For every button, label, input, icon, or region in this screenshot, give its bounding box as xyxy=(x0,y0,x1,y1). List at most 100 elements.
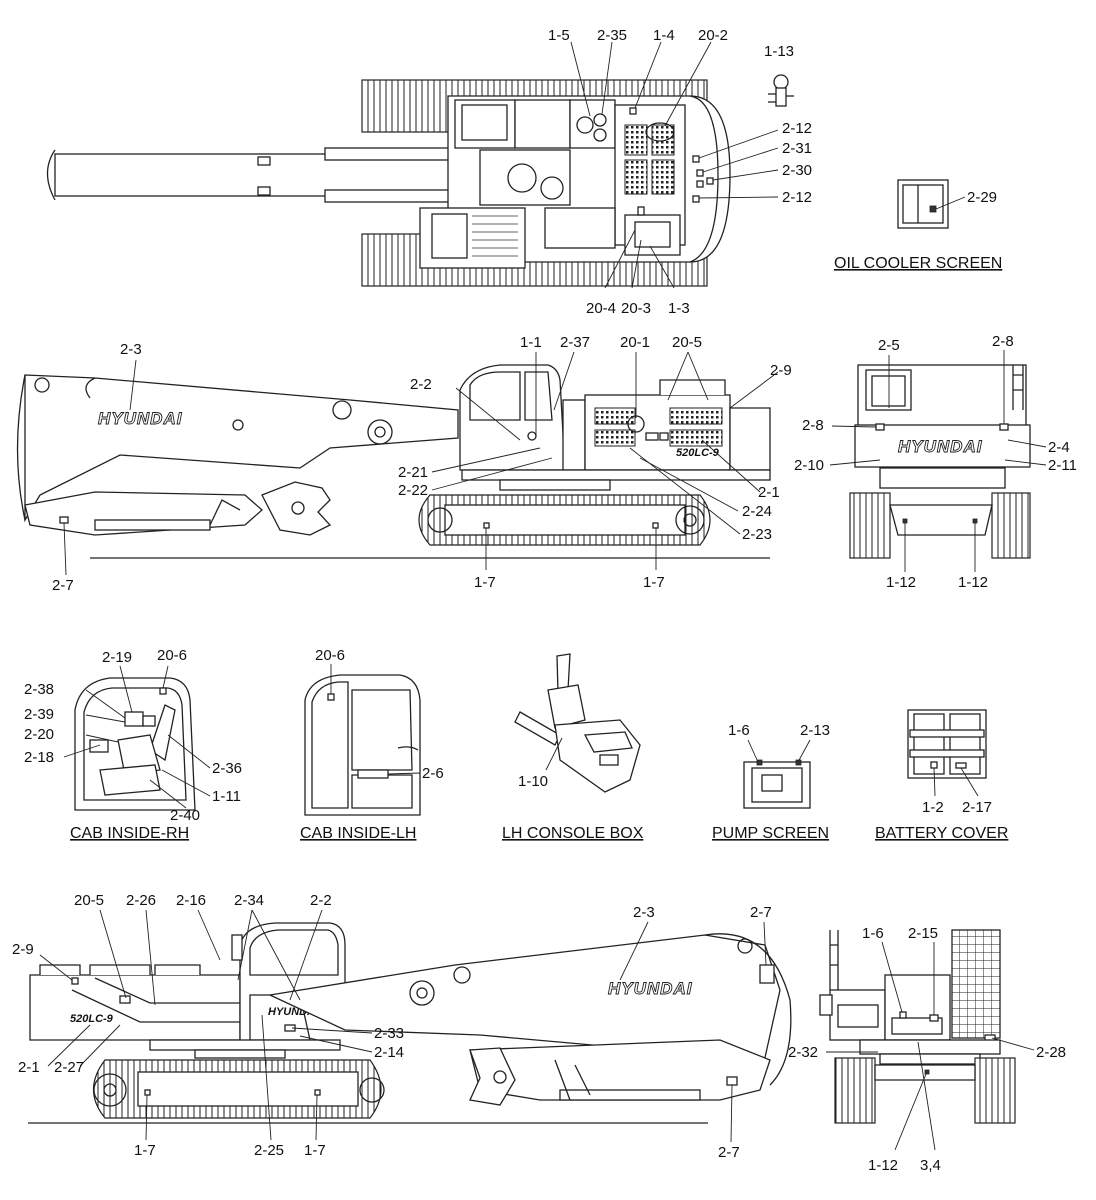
cab-inside-rh-labels: 2-19 20-6 2-38 2-39 2-20 2-18 2-36 1-11 … xyxy=(24,647,242,842)
lifting-hook-detail xyxy=(768,74,794,107)
rh-boom-brand-decal: HYUNDAI xyxy=(98,409,183,428)
label-1-10: 1-10 xyxy=(518,773,548,790)
label-1-1: 1-1 xyxy=(520,334,542,351)
label-2-40: 2-40 xyxy=(170,807,200,824)
label-2-7-rh: 2-7 xyxy=(52,577,74,594)
label-2-9-lh: 2-9 xyxy=(12,941,34,958)
label-1-5: 1-5 xyxy=(548,27,570,44)
label-2-6: 2-6 xyxy=(422,765,444,782)
label-2-15: 2-15 xyxy=(908,925,938,942)
label-2-17: 2-17 xyxy=(962,799,992,816)
label-2-5: 2-5 xyxy=(878,337,900,354)
top-cap xyxy=(593,113,607,127)
front-cab-guard xyxy=(951,929,1001,1039)
label-20-5-lh: 20-5 xyxy=(74,892,104,909)
rh-model-badge: 520LC-9 xyxy=(676,447,720,459)
lh-side-labels: 20-5 2-26 2-16 2-34 2-2 2-9 2-3 2-7 2-33… xyxy=(12,892,772,1161)
label-2-26: 2-26 xyxy=(126,892,156,909)
caption-cab-inside-rh: CAB INSIDE-RH xyxy=(70,825,189,842)
rh-counterweight xyxy=(729,407,771,471)
rh-arm-cylinder xyxy=(94,519,211,531)
label-1-12-rear-b: 1-12 xyxy=(958,574,988,591)
label-2-9-rh: 2-9 xyxy=(770,362,792,379)
label-2-24: 2-24 xyxy=(742,503,772,520)
label-2-10: 2-10 xyxy=(794,457,824,474)
rh-side-view: HYUNDAI 520LC-9 xyxy=(16,364,771,559)
rh-cab xyxy=(459,364,566,471)
label-2-27: 2-27 xyxy=(54,1059,84,1076)
caption-pump-screen: PUMP SCREEN xyxy=(712,825,829,842)
pump-screen-detail xyxy=(743,759,811,809)
label-2-32: 2-32 xyxy=(788,1044,818,1061)
label-2-1-rh: 2-1 xyxy=(758,484,780,501)
rear-carbody xyxy=(889,504,993,536)
pump-labels: 1-6 2-13 PUMP SCREEN xyxy=(712,722,830,842)
label-20-3: 20-3 xyxy=(621,300,651,317)
label-20-1: 20-1 xyxy=(620,334,650,351)
lh-console-labels: 1-10 LH CONSOLE BOX xyxy=(502,737,644,842)
rh-crusher xyxy=(261,481,332,536)
top-view xyxy=(46,79,731,287)
label-1-12-front: 1-12 xyxy=(868,1157,898,1174)
label-2-16: 2-16 xyxy=(176,892,206,909)
rh-side-labels: 2-3 1-1 2-37 20-1 20-5 2-9 2-2 2-21 2-22… xyxy=(52,334,792,594)
oil-cooler-screen-detail: 2-29 OIL COOLER SCREEN xyxy=(834,179,1002,272)
lh-model-badge: 520LC-9 xyxy=(70,1013,114,1025)
front-labels: 1-6 2-15 2-32 2-28 1-12 3,4 xyxy=(788,925,1066,1174)
label-2-11: 2-11 xyxy=(1048,457,1077,474)
cab-inside-lh-labels: 20-6 2-6 CAB INSIDE-LH xyxy=(300,647,444,842)
label-3-4: 3,4 xyxy=(920,1157,941,1174)
label-20-6-rh: 20-6 xyxy=(157,647,187,664)
caption-cab-inside-lh: CAB INSIDE-LH xyxy=(300,825,416,842)
label-2-8-b: 2-8 xyxy=(802,417,824,434)
label-2-20: 2-20 xyxy=(24,726,54,743)
label-2-35: 2-35 xyxy=(597,27,627,44)
front-view xyxy=(819,929,1016,1124)
cab-inside-lh-detail xyxy=(304,674,421,816)
label-1-6-front: 1-6 xyxy=(862,925,884,942)
label-2-3-rh: 2-3 xyxy=(120,341,142,358)
rear-view: HYUNDAI xyxy=(849,364,1031,559)
label-2-2-lh: 2-2 xyxy=(310,892,332,909)
lh-boom-brand-decal: HYUNDAI xyxy=(608,979,693,998)
label-2-34: 2-34 xyxy=(234,892,264,909)
label-2-8-a: 2-8 xyxy=(992,333,1014,350)
label-1-7-lh-a: 1-7 xyxy=(134,1142,156,1159)
label-20-2: 20-2 xyxy=(698,27,728,44)
label-1-7-rh-b: 1-7 xyxy=(643,574,665,591)
label-2-18: 2-18 xyxy=(24,749,54,766)
battery-labels: 1-2 2-17 BATTERY COVER xyxy=(875,767,1008,842)
label-2-4: 2-4 xyxy=(1048,439,1070,456)
lh-upper-structure xyxy=(29,974,241,1041)
label-2-2-rh: 2-2 xyxy=(410,376,432,393)
label-2-13: 2-13 xyxy=(800,722,830,739)
console-body xyxy=(554,719,641,793)
label-1-11: 1-11 xyxy=(212,788,241,805)
rear-labels: 2-5 2-8 2-8 2-4 2-10 2-11 1-12 1-12 xyxy=(794,333,1077,591)
caption-battery-cover: BATTERY COVER xyxy=(875,825,1008,842)
top-labels: 1-5 2-35 1-4 20-2 1-13 2-12 2-31 2-30 2-… xyxy=(548,27,812,317)
label-2-1-lh: 2-1 xyxy=(18,1059,40,1076)
label-1-2: 1-2 xyxy=(922,799,944,816)
label-2-30: 2-30 xyxy=(782,162,812,179)
lh-console-box-detail xyxy=(514,653,641,793)
lh-side-view: 520LC-9 HYUNDAI HYUNDAI xyxy=(28,922,792,1124)
label-2-39: 2-39 xyxy=(24,706,54,723)
label-2-23: 2-23 xyxy=(742,526,772,543)
cab-inside-rh-detail xyxy=(74,677,196,811)
caption-oil-cooler-screen: OIL COOLER SCREEN xyxy=(834,255,1002,272)
battery-cover-detail xyxy=(907,709,987,779)
rear-brand-decal: HYUNDAI xyxy=(898,437,983,456)
label-2-31: 2-31 xyxy=(782,140,812,157)
label-2-28: 2-28 xyxy=(1036,1044,1066,1061)
label-2-7-lh-bottom: 2-7 xyxy=(718,1144,740,1161)
label-1-4: 1-4 xyxy=(653,27,675,44)
label-2-21: 2-21 xyxy=(398,464,428,481)
label-1-7-lh-b: 1-7 xyxy=(304,1142,326,1159)
label-2-22: 2-22 xyxy=(398,482,428,499)
caption-lh-console-box: LH CONSOLE BOX xyxy=(502,825,644,842)
rear-counterweight xyxy=(854,424,1031,468)
label-2-12-b: 2-12 xyxy=(782,189,812,206)
label-2-3-lh: 2-3 xyxy=(633,904,655,921)
label-1-12-rear-a: 1-12 xyxy=(886,574,916,591)
